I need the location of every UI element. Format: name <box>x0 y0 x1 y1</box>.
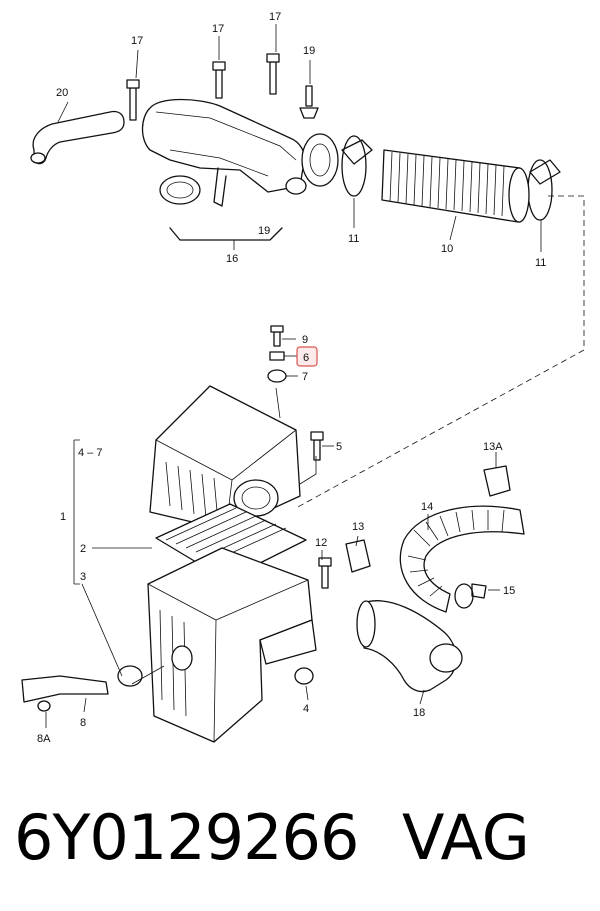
brand-name: VAG <box>402 801 530 874</box>
callout-17-c: 17 <box>269 11 281 23</box>
callout-7: 7 <box>302 371 308 383</box>
callout-16: 16 <box>226 253 238 265</box>
callout-17-b: 17 <box>212 23 224 35</box>
upper-intake-assembly <box>30 53 585 509</box>
callout-13a: 13A <box>483 441 503 453</box>
callout-4: 4 <box>303 703 309 715</box>
callout-8: 8 <box>80 717 86 729</box>
callout-6-highlight <box>296 346 318 367</box>
callout-15: 15 <box>503 585 515 597</box>
callout-9: 9 <box>302 334 308 346</box>
footer: 6Y0129266 VAG <box>0 790 600 900</box>
hose-14-drawing <box>399 505 525 613</box>
hose-10-drawing <box>381 149 521 223</box>
right-side-parts <box>345 465 525 693</box>
leader-lines <box>45 24 542 728</box>
callout-19-top: 19 <box>303 45 315 57</box>
callout-10: 10 <box>441 243 453 255</box>
callout-17-a: 17 <box>131 35 143 47</box>
part-number: 6Y0129266 <box>14 801 359 874</box>
callout-20: 20 <box>56 87 68 99</box>
parts-diagram: 17 17 17 19 20 11 10 11 19 16 9 6 7 5 4 … <box>21 11 585 745</box>
callout-18: 18 <box>413 707 425 719</box>
elbow-18-drawing <box>363 600 457 693</box>
callout-1: 1 <box>60 511 66 523</box>
callout-2: 2 <box>80 543 86 555</box>
callout-8a: 8A <box>37 733 51 745</box>
callout-4-7: 4 – 7 <box>78 447 102 459</box>
callout-11-left: 11 <box>348 233 359 245</box>
callout-11-right: 11 <box>535 257 546 269</box>
callout-14: 14 <box>421 501 433 513</box>
callout-19-bottom: 19 <box>258 225 270 237</box>
callout-12: 12 <box>315 537 327 549</box>
callout-3: 3 <box>80 571 86 583</box>
callout-5: 5 <box>336 441 342 453</box>
callout-6: 6 <box>303 352 309 364</box>
hose-20-drawing <box>32 110 125 165</box>
callout-labels: 17 17 17 19 20 11 10 11 19 16 9 6 7 5 4 … <box>37 11 546 745</box>
air-filter-housing <box>21 325 332 743</box>
callout-13: 13 <box>352 521 364 533</box>
